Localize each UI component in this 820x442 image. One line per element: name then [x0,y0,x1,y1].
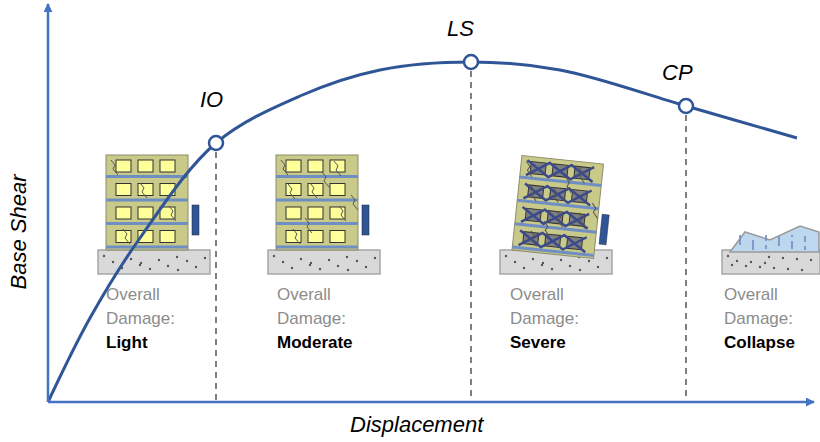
ground-slab [98,250,210,274]
performance-level: LS [447,16,474,42]
io-dashed-line [215,152,217,400]
axis-title: Base Shear [6,175,32,290]
performance-level: IO [200,87,223,113]
ground-slab [722,250,820,274]
damage-level: Severe [510,333,566,353]
building [512,156,614,260]
pushover-curve [48,62,797,402]
damage-level: Collapse [724,333,795,353]
ground-slab [268,250,380,274]
x-axis [48,401,814,404]
performance-point [464,55,478,69]
building [276,155,369,250]
y-axis [47,4,50,402]
performance-level: CP [662,60,693,86]
damage-caption: Overall Damage: [106,283,186,331]
collapsed-rubble [730,226,819,252]
cp-dashed-line [685,115,687,400]
damage-level: Moderate [277,333,353,353]
capacity-curve [48,62,797,402]
damage-level: Light [106,333,148,353]
damage-caption: Overall Damage: [510,283,590,331]
performance-points [209,55,693,150]
ls-dashed-line [470,71,472,400]
limit-lines [216,71,686,400]
damage-caption: Overall Damage: [724,283,804,331]
performance-point [209,136,223,150]
building [106,155,199,250]
building-illustrations [98,155,820,274]
axis-title: Displacement [350,412,483,438]
damage-caption: Overall Damage: [277,283,357,331]
performance-point [679,99,693,113]
